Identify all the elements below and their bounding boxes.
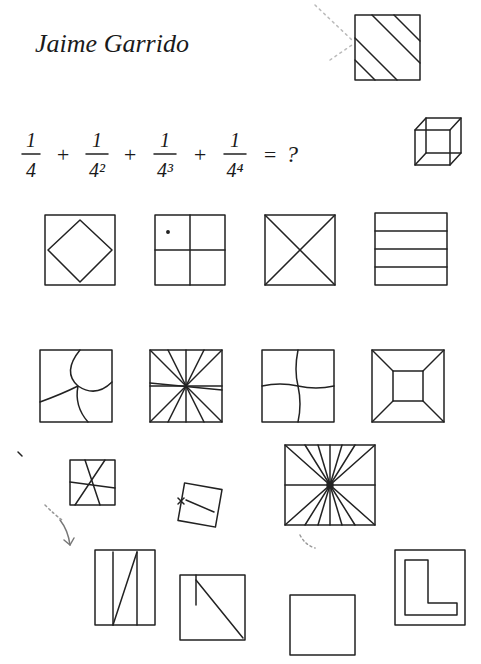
plus-sign: + (123, 144, 138, 166)
numerator: 1 (230, 130, 240, 150)
plus-sign: + (56, 144, 71, 166)
denominator: 4 (26, 160, 36, 180)
row-two-squares (40, 350, 444, 422)
numerator: 1 (92, 130, 102, 150)
numerator: 1 (26, 130, 36, 150)
numerator: 1 (160, 130, 170, 150)
striped-square (315, 5, 420, 80)
row-three-squares (18, 445, 375, 548)
row-four-squares (95, 550, 465, 655)
denominator: 4³ (157, 160, 173, 180)
result-mark: ? (286, 142, 298, 166)
author-name: Jaime Garrido (35, 31, 189, 57)
denominator: 4² (89, 160, 105, 180)
equals-sign: = (263, 144, 278, 166)
denominator: 4⁴ (227, 160, 244, 180)
cube-sketch (415, 118, 461, 165)
plus-sign: + (193, 144, 208, 166)
row-one-squares (45, 213, 447, 285)
